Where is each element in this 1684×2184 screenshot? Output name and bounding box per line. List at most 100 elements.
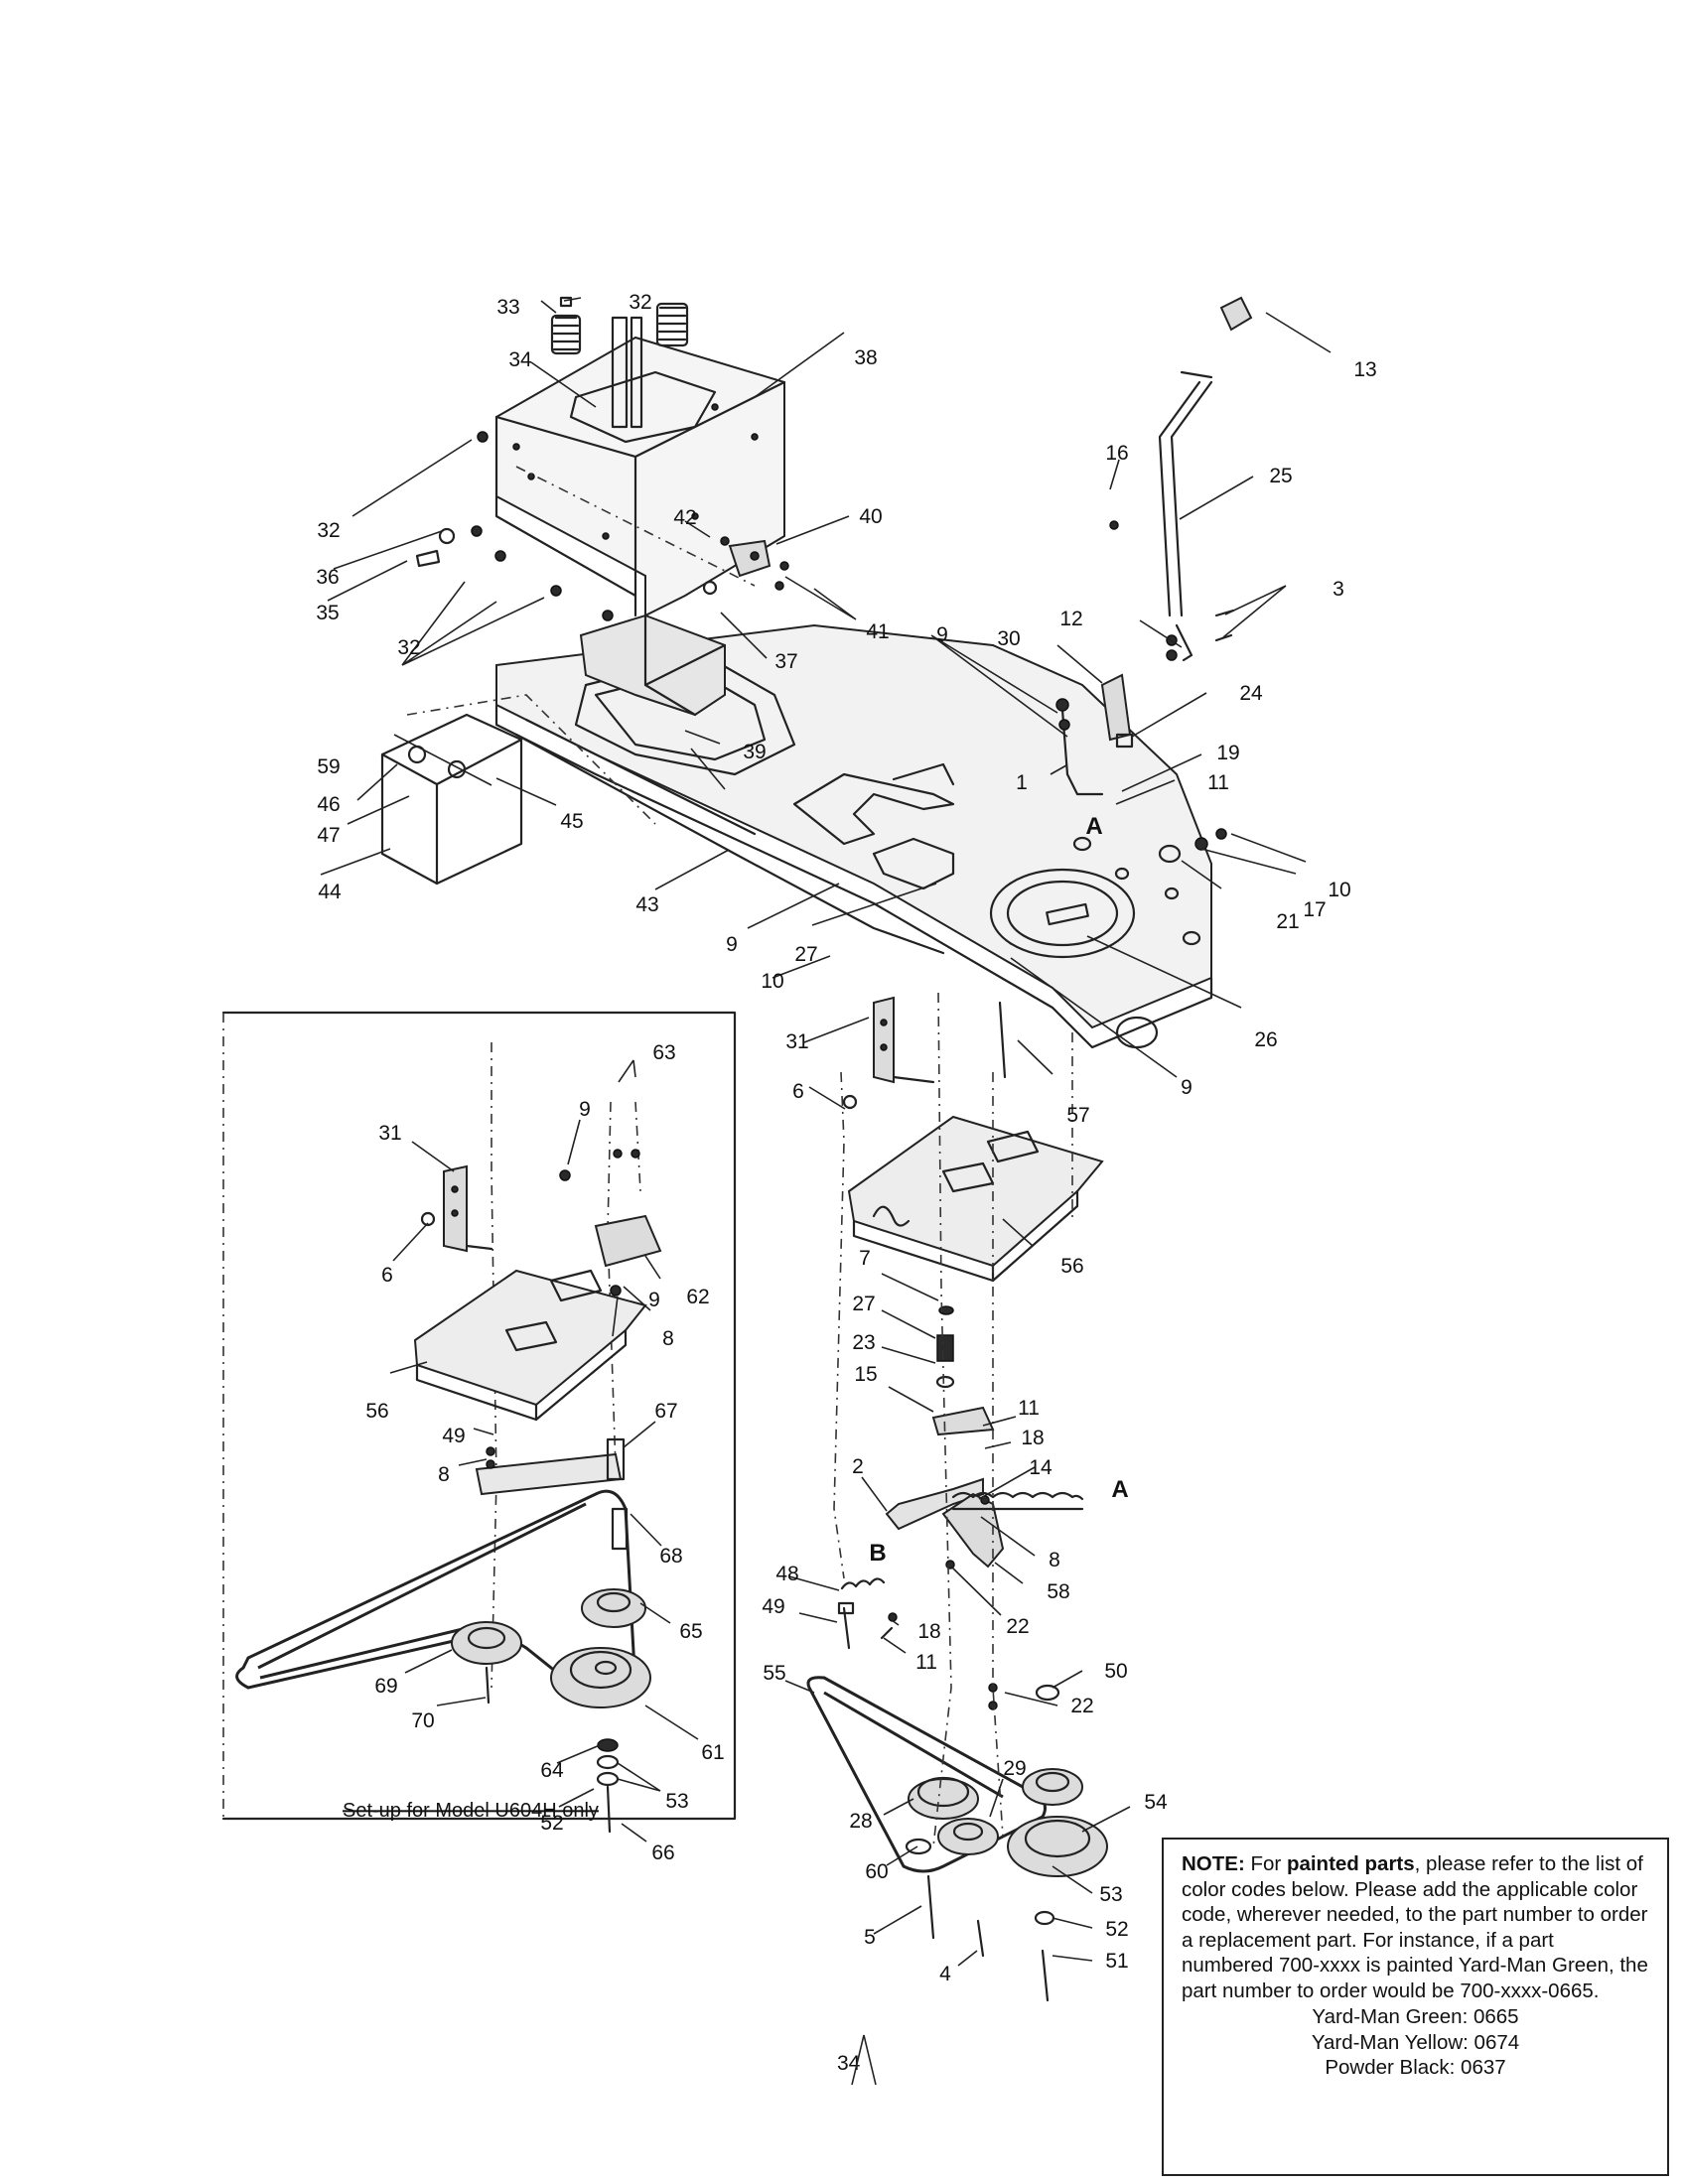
callout-9d: 9 bbox=[579, 1098, 591, 1121]
callout-61: 61 bbox=[701, 1741, 724, 1764]
callout-35: 35 bbox=[316, 602, 339, 624]
callout-14: 14 bbox=[1029, 1456, 1052, 1479]
callout-12: 12 bbox=[1059, 608, 1082, 630]
callout-38: 38 bbox=[854, 346, 877, 369]
callout-8c: 8 bbox=[438, 1463, 450, 1486]
callout-63: 63 bbox=[652, 1041, 675, 1064]
callout-70: 70 bbox=[411, 1709, 434, 1732]
note-text: NOTE: For painted parts, please refer to… bbox=[1182, 1851, 1649, 2003]
callout-51: 51 bbox=[1105, 1950, 1128, 1973]
callout-4: 4 bbox=[939, 1963, 951, 1985]
callout-50: 50 bbox=[1104, 1660, 1127, 1683]
callout-labels: 1 2 3 4 5 6 6 7 8 8 8 9 9 9 9 9 10 10 11… bbox=[316, 291, 1376, 1985]
callout-41: 41 bbox=[866, 620, 889, 643]
callout-30: 30 bbox=[997, 627, 1020, 650]
letter-a-lower: A bbox=[1111, 1476, 1128, 1503]
callout-6a: 6 bbox=[792, 1080, 804, 1103]
callout-22a: 22 bbox=[1006, 1615, 1029, 1638]
color-code-black: Powder Black: 0637 bbox=[1325, 2056, 1506, 2079]
callout-36: 36 bbox=[316, 566, 339, 589]
callout-44: 44 bbox=[318, 881, 342, 903]
battery bbox=[380, 694, 656, 886]
callout-26: 26 bbox=[1254, 1028, 1277, 1051]
note-painted-parts: painted parts bbox=[1286, 1852, 1415, 1875]
callout-9c: 9 bbox=[1181, 1076, 1193, 1099]
note-label: NOTE: bbox=[1182, 1852, 1245, 1875]
frame-assembly bbox=[494, 623, 1213, 1049]
letter-a-upper: A bbox=[1085, 813, 1102, 840]
callout-32c: 32 bbox=[397, 636, 420, 659]
callout-53b: 53 bbox=[665, 1790, 688, 1813]
callout-64: 64 bbox=[540, 1759, 564, 1782]
callout-68: 68 bbox=[659, 1545, 682, 1568]
callout-43: 43 bbox=[635, 893, 658, 916]
seat-support-box bbox=[415, 296, 789, 717]
color-codes: Yard-Man Green: 0665 Yard-Man Yellow: 06… bbox=[1182, 2004, 1649, 2081]
callout-32b: 32 bbox=[317, 519, 340, 542]
callout-8b: 8 bbox=[662, 1327, 674, 1350]
callout-28: 28 bbox=[849, 1810, 872, 1833]
callout-11c: 11 bbox=[915, 1651, 937, 1674]
reference-letters: A A B bbox=[869, 813, 1128, 1567]
callout-60: 60 bbox=[865, 1860, 888, 1883]
callout-48: 48 bbox=[775, 1563, 798, 1585]
callout-33: 33 bbox=[496, 296, 519, 319]
lift-lever bbox=[1055, 296, 1253, 864]
callout-27a: 27 bbox=[794, 943, 817, 966]
callout-46: 46 bbox=[317, 793, 340, 816]
letter-b: B bbox=[869, 1540, 886, 1567]
callout-2: 2 bbox=[852, 1455, 864, 1478]
color-code-green: Yard-Man Green: 0665 bbox=[1312, 2005, 1519, 2028]
pedal-assembly bbox=[837, 996, 1104, 1710]
color-code-yellow: Yard-Man Yellow: 0674 bbox=[1311, 2030, 1520, 2054]
callout-23: 23 bbox=[852, 1331, 875, 1354]
callout-17: 17 bbox=[1303, 898, 1326, 921]
callout-49a: 49 bbox=[762, 1595, 784, 1618]
leader-lines bbox=[320, 297, 1332, 1967]
callout-31b: 31 bbox=[378, 1122, 401, 1145]
callout-7: 7 bbox=[859, 1247, 871, 1270]
painted-parts-note: NOTE: For painted parts, please refer to… bbox=[1162, 1838, 1669, 2176]
callout-9e: 9 bbox=[648, 1289, 660, 1311]
callout-10a: 10 bbox=[1328, 879, 1350, 901]
callout-62: 62 bbox=[686, 1286, 709, 1308]
callout-32a: 32 bbox=[629, 291, 651, 314]
callout-31a: 31 bbox=[785, 1030, 808, 1053]
callout-54: 54 bbox=[1144, 1791, 1168, 1814]
callout-16: 16 bbox=[1105, 442, 1128, 465]
callout-24: 24 bbox=[1239, 682, 1263, 705]
page-number: 34 bbox=[837, 2052, 861, 2075]
note-text-1: For bbox=[1244, 1852, 1287, 1875]
callout-52a: 52 bbox=[1105, 1918, 1128, 1941]
callout-34: 34 bbox=[508, 348, 532, 371]
callout-42: 42 bbox=[673, 506, 696, 529]
callout-13: 13 bbox=[1353, 358, 1376, 381]
callout-56b: 56 bbox=[365, 1400, 388, 1423]
callout-58: 58 bbox=[1047, 1580, 1069, 1603]
callout-65: 65 bbox=[679, 1620, 702, 1643]
callout-18a: 18 bbox=[1021, 1427, 1044, 1449]
callout-22b: 22 bbox=[1070, 1695, 1093, 1717]
callout-66: 66 bbox=[651, 1842, 674, 1864]
callout-29: 29 bbox=[1003, 1757, 1026, 1780]
callout-40: 40 bbox=[859, 505, 882, 528]
callout-18b: 18 bbox=[917, 1620, 940, 1643]
callout-56a: 56 bbox=[1060, 1255, 1083, 1278]
callout-21: 21 bbox=[1276, 910, 1299, 933]
callout-55: 55 bbox=[763, 1662, 785, 1685]
callout-19: 19 bbox=[1216, 742, 1239, 764]
callout-37: 37 bbox=[774, 650, 797, 673]
callout-27b: 27 bbox=[852, 1293, 875, 1315]
callout-3: 3 bbox=[1333, 578, 1344, 601]
callout-1: 1 bbox=[1016, 771, 1028, 794]
callout-25: 25 bbox=[1269, 465, 1292, 487]
callout-10b: 10 bbox=[761, 970, 783, 993]
callout-11b: 11 bbox=[1018, 1397, 1040, 1420]
callout-8a: 8 bbox=[1049, 1549, 1060, 1571]
callout-69: 69 bbox=[374, 1675, 397, 1698]
callout-6b: 6 bbox=[381, 1264, 393, 1287]
inset-caption: Set-up for Model U604H only bbox=[343, 1800, 599, 1822]
callout-67: 67 bbox=[654, 1400, 677, 1423]
callout-9b: 9 bbox=[726, 933, 738, 956]
